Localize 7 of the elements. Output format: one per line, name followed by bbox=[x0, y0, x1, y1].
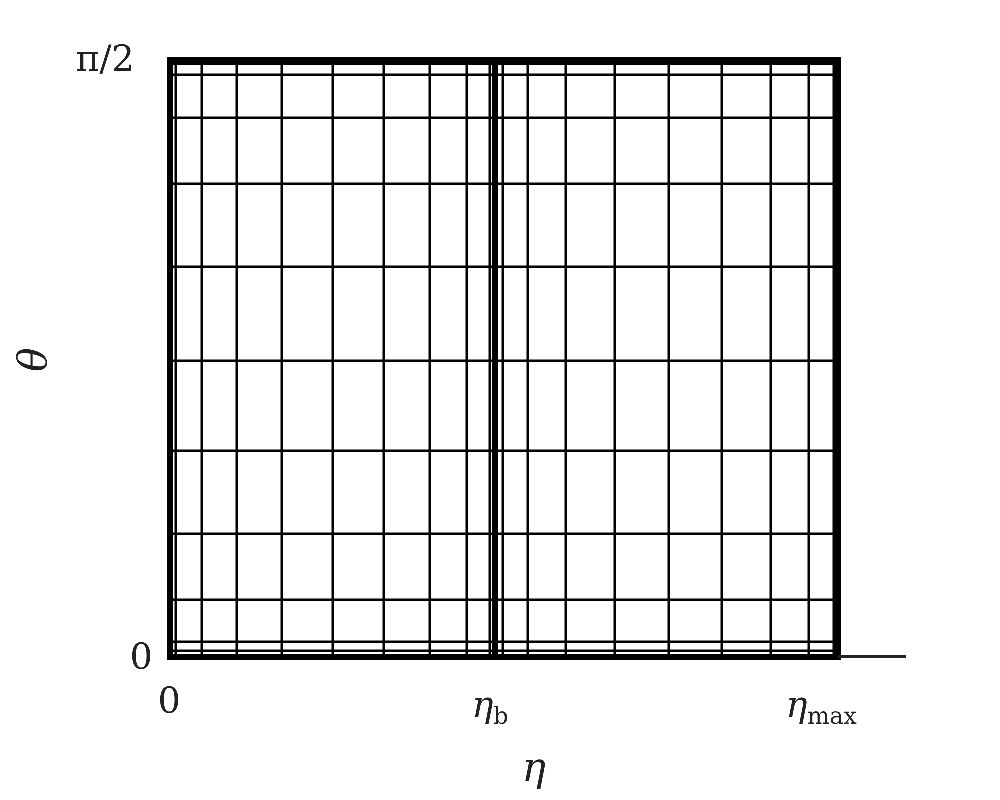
axis-label: θ bbox=[14, 348, 54, 372]
tick-label: η$_{b}$ bbox=[472, 688, 509, 728]
tick-label: π/2 bbox=[76, 42, 135, 78]
tick-label: 0 bbox=[158, 684, 181, 720]
tick-label: η$_{max}$ bbox=[786, 688, 857, 728]
axis-label: η bbox=[522, 748, 546, 788]
tick-label: 0 bbox=[130, 640, 153, 676]
